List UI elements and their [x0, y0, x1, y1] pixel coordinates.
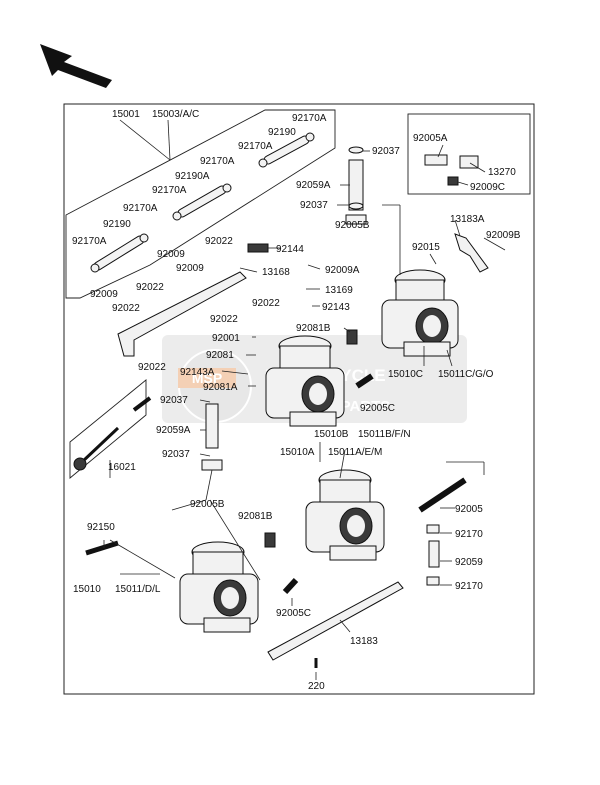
label-15010B: 15010B	[314, 429, 349, 440]
label-92022: 92022	[138, 362, 166, 373]
hoses	[90, 132, 315, 273]
label-92170A: 92170A	[152, 185, 187, 196]
label-92037: 92037	[162, 449, 190, 460]
label-92170: 92170	[455, 529, 483, 540]
label-15011: 15011/D/L	[115, 584, 161, 595]
label-92170A: 92170A	[238, 141, 273, 152]
label-92005B: 92005B	[335, 220, 370, 231]
label-92170A: 92170A	[200, 156, 235, 167]
label-15010C: 15010C	[388, 369, 423, 380]
direction-arrow-icon	[40, 44, 112, 88]
label-15010: 15010	[73, 584, 101, 595]
label-92081B: 92081B	[238, 511, 273, 522]
label-92190: 92190	[268, 127, 296, 138]
label-92009C: 92009C	[470, 182, 505, 193]
label-16021: 16021	[108, 462, 136, 473]
label-92022: 92022	[252, 298, 280, 309]
label-92005C: 92005C	[276, 608, 311, 619]
label-92005C: 92005C	[360, 403, 395, 414]
label-92170: 92170	[455, 581, 483, 592]
label-92170A: 92170A	[72, 236, 107, 247]
label-92022: 92022	[205, 236, 233, 247]
carburetor-2	[265, 335, 345, 427]
part-labels: 15001 15003/A/C 92170A 92190 92170A 9217…	[72, 109, 521, 692]
label-92059A: 92059A	[156, 425, 191, 436]
label-92150: 92150	[87, 522, 115, 533]
label-13183A: 13183A	[450, 214, 485, 225]
label-92037: 92037	[160, 395, 188, 406]
label-15011C: 15011C/G/O	[438, 369, 494, 380]
label-13168: 13168	[262, 267, 290, 278]
label-15001: 15001	[112, 109, 140, 120]
label-92144: 92144	[276, 244, 304, 255]
watermark-badge: MSP	[192, 370, 222, 386]
label-92009B: 92009B	[486, 230, 521, 241]
label-92001: 92001	[212, 333, 240, 344]
label-92190: 92190	[103, 219, 131, 230]
label-92059: 92059	[455, 557, 483, 568]
label-13183: 13183	[350, 636, 378, 647]
hose-kit-frame	[65, 109, 336, 299]
leader-lines	[103, 119, 506, 680]
label-15003: 15003/A/C	[152, 109, 199, 120]
carburetor-1	[381, 269, 459, 357]
carburetor-3	[305, 469, 385, 561]
label-15011B: 15011B/F/N	[358, 429, 411, 440]
label-92005B: 92005B	[190, 499, 225, 510]
label-92143: 92143	[322, 302, 350, 313]
label-13270: 13270	[488, 167, 516, 178]
label-92170A: 92170A	[292, 113, 327, 124]
label-92005A: 92005A	[413, 133, 448, 144]
diagram-frame	[63, 103, 535, 695]
cable-bracket-frame	[407, 113, 531, 195]
label-92081A: 92081A	[203, 382, 238, 393]
label-92022: 92022	[136, 282, 164, 293]
label-92015: 92015	[412, 242, 440, 253]
label-92037: 92037	[372, 146, 400, 157]
label-15010A: 15010A	[280, 447, 315, 458]
carburetor-4	[179, 541, 259, 633]
label-13169: 13169	[325, 285, 353, 296]
label-92009A: 92009A	[325, 265, 360, 276]
link-frame	[69, 379, 147, 479]
label-92009: 92009	[90, 289, 118, 300]
label-92009: 92009	[157, 249, 185, 260]
label-92009: 92009	[176, 263, 204, 274]
label-92059A: 92059A	[296, 180, 331, 191]
throttle-bracket	[424, 154, 489, 273]
label-92190A: 92190A	[175, 171, 210, 182]
label-92022: 92022	[210, 314, 238, 325]
label-15011A: 15011A/E/M	[328, 447, 382, 458]
label-92022: 92022	[112, 303, 140, 314]
label-92005: 92005	[455, 504, 483, 515]
label-92143A: 92143A	[180, 367, 215, 378]
label-92170A: 92170A	[123, 203, 158, 214]
label-92037: 92037	[300, 200, 328, 211]
label-92081: 92081	[206, 350, 234, 361]
label-92081B: 92081B	[296, 323, 331, 334]
label-220: 220	[308, 681, 325, 692]
